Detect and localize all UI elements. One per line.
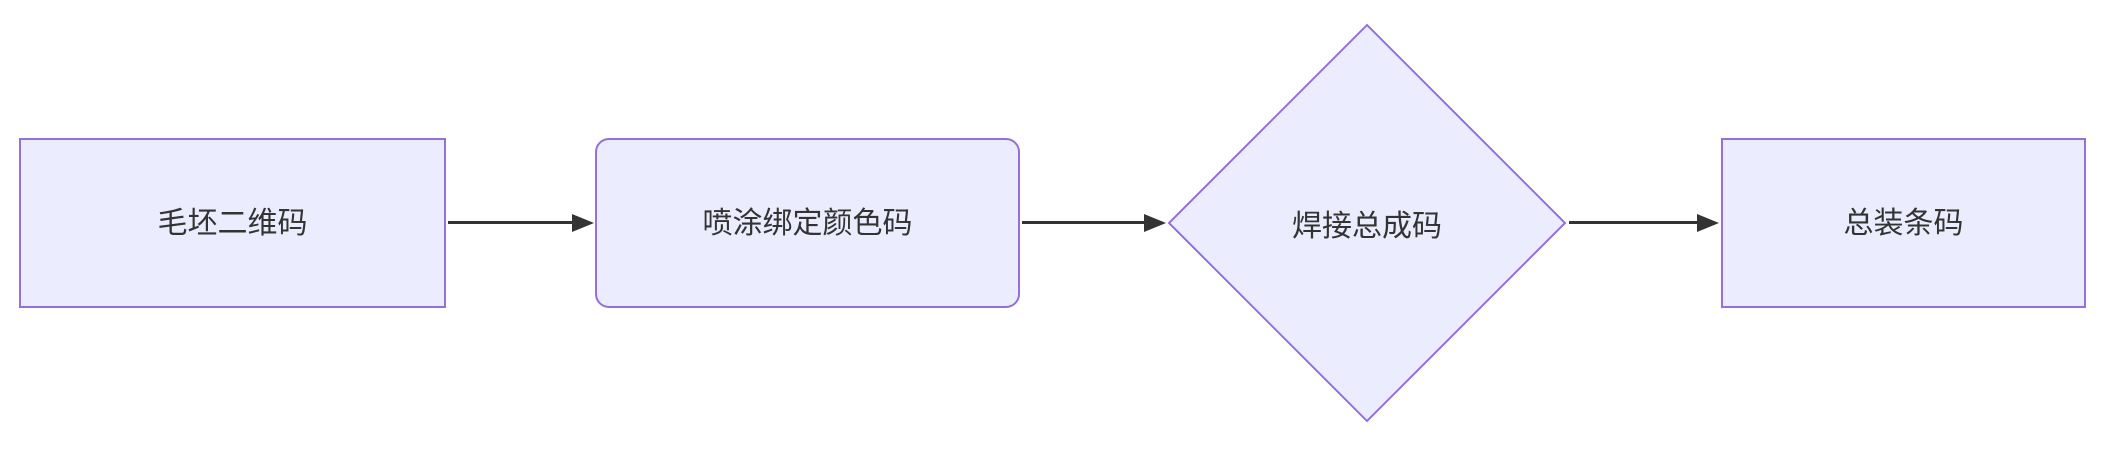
arrow-line <box>448 221 576 224</box>
flow-node-spray-color-code: 喷涂绑定颜色码 <box>595 138 1020 308</box>
node-label: 喷涂绑定颜色码 <box>702 206 913 240</box>
arrowhead-icon <box>1697 214 1719 232</box>
flow-arrow-2 <box>1022 214 1166 232</box>
node-label: 毛坯二维码 <box>157 206 308 240</box>
node-label: 焊接总成码 <box>1292 210 1442 243</box>
arrow-line <box>1569 221 1701 224</box>
flow-node-welding-assembly-code: 焊接总成码 <box>1167 23 1567 423</box>
flow-node-final-assembly-barcode: 总装条码 <box>1721 138 2086 308</box>
flow-node-blank-qrcode: 毛坯二维码 <box>19 138 446 308</box>
arrow-line <box>1022 221 1148 224</box>
arrowhead-icon <box>1144 214 1166 232</box>
flow-arrow-1 <box>448 214 594 232</box>
flow-arrow-3 <box>1569 214 1719 232</box>
node-label: 总装条码 <box>1843 206 1964 240</box>
arrowhead-icon <box>572 214 594 232</box>
